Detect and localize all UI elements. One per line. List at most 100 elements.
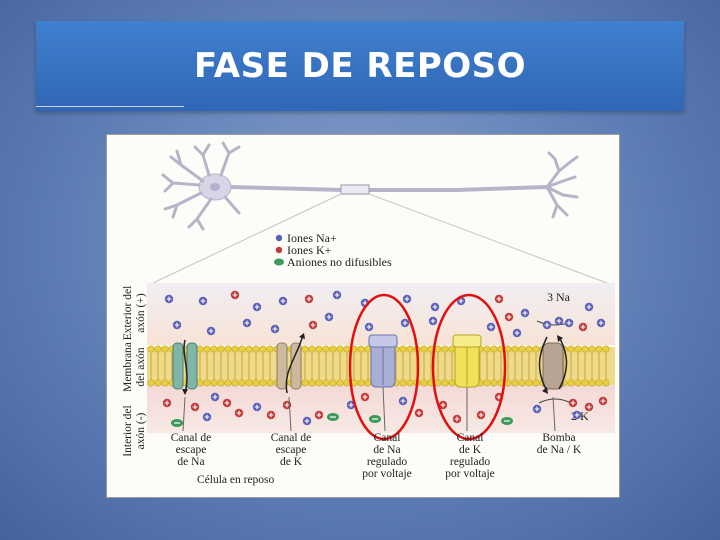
ion-plus-sign	[200, 298, 206, 304]
lipid-head	[259, 345, 267, 353]
lipid-head	[224, 345, 232, 353]
legend-anions: Aniones no difusibles	[287, 255, 392, 269]
ch2-l2: de Na	[373, 444, 400, 456]
ch3-l1: Canal	[457, 432, 484, 444]
lipid-head	[399, 379, 407, 387]
ion-plus-sign	[212, 394, 218, 400]
lipid-head	[322, 379, 330, 387]
lipid-head	[203, 379, 211, 387]
lipid-head	[511, 345, 519, 353]
ion-plus-sign	[600, 398, 606, 404]
lipid-head	[147, 345, 155, 353]
lipid-head	[322, 345, 330, 353]
lipid-head	[266, 379, 274, 387]
ion-plus-sign	[586, 304, 592, 310]
label-exterior-2: axón (+)	[135, 293, 147, 333]
lipid-head	[301, 379, 309, 387]
lipid-head	[406, 345, 414, 353]
lipid-head	[238, 345, 246, 353]
ion-plus-sign	[522, 310, 528, 316]
title-underline	[36, 106, 184, 107]
ion-plus-sign	[306, 296, 312, 302]
ch2-l3: regulado	[367, 456, 407, 468]
lipid-head	[343, 379, 351, 387]
legend: Iones Na+ Iones K+ Aniones no difusibles	[274, 231, 392, 269]
lipid-head	[504, 379, 512, 387]
lipid-head	[441, 345, 449, 353]
side-labels: Exterior del axón (+) Membrana del axón …	[122, 286, 147, 457]
lipid-head	[217, 379, 225, 387]
lipid-head	[448, 379, 456, 387]
lipid-head	[532, 379, 540, 387]
ion-plus-sign	[272, 326, 278, 332]
ch0-l3: de Na	[177, 456, 204, 468]
ion-plus-sign	[326, 314, 332, 320]
lipid-head	[567, 379, 575, 387]
lipid-head	[588, 379, 596, 387]
lipid-head	[441, 379, 449, 387]
lipid-head	[210, 379, 218, 387]
lipid-head	[574, 345, 582, 353]
zoom-line-right	[368, 193, 608, 284]
ch4-l2: de Na / K	[537, 444, 582, 456]
lipid-head	[308, 345, 316, 353]
ion-plus-sign	[304, 418, 310, 424]
lipid-head	[343, 345, 351, 353]
na-voltage-gated-channel	[368, 334, 398, 388]
ion-plus-sign	[236, 410, 242, 416]
ion-plus-sign	[284, 402, 290, 408]
lipid-head	[511, 379, 519, 387]
lipid-head	[483, 379, 491, 387]
ion-plus-sign	[400, 398, 406, 404]
ion-plus-sign	[254, 304, 260, 310]
lipid-head	[245, 345, 253, 353]
ion-plus-sign	[514, 330, 520, 336]
lipid-head	[147, 379, 155, 387]
lipid-head	[259, 379, 267, 387]
lipid-head	[581, 345, 589, 353]
lipid-head	[595, 379, 603, 387]
ion-plus-sign	[534, 406, 540, 412]
lipid-head	[210, 345, 218, 353]
lipid-head	[224, 379, 232, 387]
ion-plus-sign	[488, 324, 494, 330]
slide-title: FASE DE REPOSO	[193, 46, 527, 86]
lipid-head	[315, 379, 323, 387]
lipid-head	[238, 379, 246, 387]
lipid-head	[315, 345, 323, 353]
lipid-head	[490, 379, 498, 387]
ion-plus-sign	[586, 404, 592, 410]
lipid-head	[196, 379, 204, 387]
lipid-head	[532, 345, 540, 353]
lipid-head	[161, 345, 169, 353]
lipid-head	[518, 379, 526, 387]
lipid-head	[196, 345, 204, 353]
ion-plus-sign	[316, 412, 322, 418]
lipid-head	[231, 379, 239, 387]
ion-plus-sign	[478, 412, 484, 418]
pointer-lines	[182, 386, 556, 432]
ion-plus-sign	[192, 404, 198, 410]
lipid-head	[266, 345, 274, 353]
legend-k: Iones K+	[287, 243, 332, 257]
lipid-head	[406, 379, 414, 387]
lipid-head	[217, 345, 225, 353]
lipid-head	[504, 345, 512, 353]
lipid-head	[434, 379, 442, 387]
lipid-head	[399, 345, 407, 353]
lipid-head	[336, 345, 344, 353]
ion-plus-sign	[402, 320, 408, 326]
highlight-ring-na	[348, 293, 420, 441]
ion-plus-sign	[566, 320, 572, 326]
label-interior-2: del axón	[135, 347, 147, 387]
lipid-head	[357, 379, 365, 387]
figure-caption: Célula en reposo	[197, 474, 275, 486]
ion-plus-sign	[310, 322, 316, 328]
label-membrane: Membrana	[122, 342, 134, 392]
ch0-l2: escape	[176, 444, 207, 456]
title-bar	[36, 21, 684, 111]
ion-plus-sign	[254, 404, 260, 410]
lipid-head	[329, 345, 337, 353]
highlight-ring-k	[431, 293, 507, 441]
ion-plus-sign	[430, 318, 436, 324]
